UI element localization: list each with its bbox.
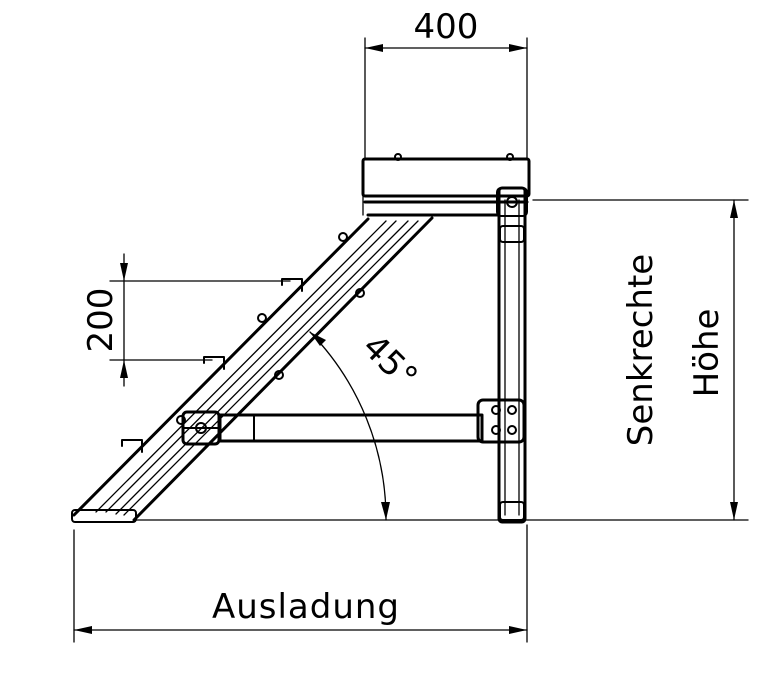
angle-label: 45° xyxy=(354,327,425,398)
stair-treads xyxy=(121,232,365,453)
top-width-label: 400 xyxy=(414,7,479,47)
rear-leg xyxy=(496,186,528,524)
vertical-height-label-senkrechte: Senkrechte xyxy=(621,254,661,446)
step-height-label: 200 xyxy=(81,288,121,353)
step-height-dimension: 200 xyxy=(81,253,291,387)
platform xyxy=(361,153,531,217)
vertical-height-label-hoehe: Höhe xyxy=(687,309,727,398)
top-width-dimension: 400 xyxy=(364,7,528,159)
reach-label: Ausladung xyxy=(212,587,400,627)
stair-stringer xyxy=(71,216,434,523)
reach-dimension: Ausladung xyxy=(73,524,528,643)
cross-brace xyxy=(181,398,526,446)
vertical-height-dimension: Senkrechte Höhe xyxy=(527,199,749,521)
